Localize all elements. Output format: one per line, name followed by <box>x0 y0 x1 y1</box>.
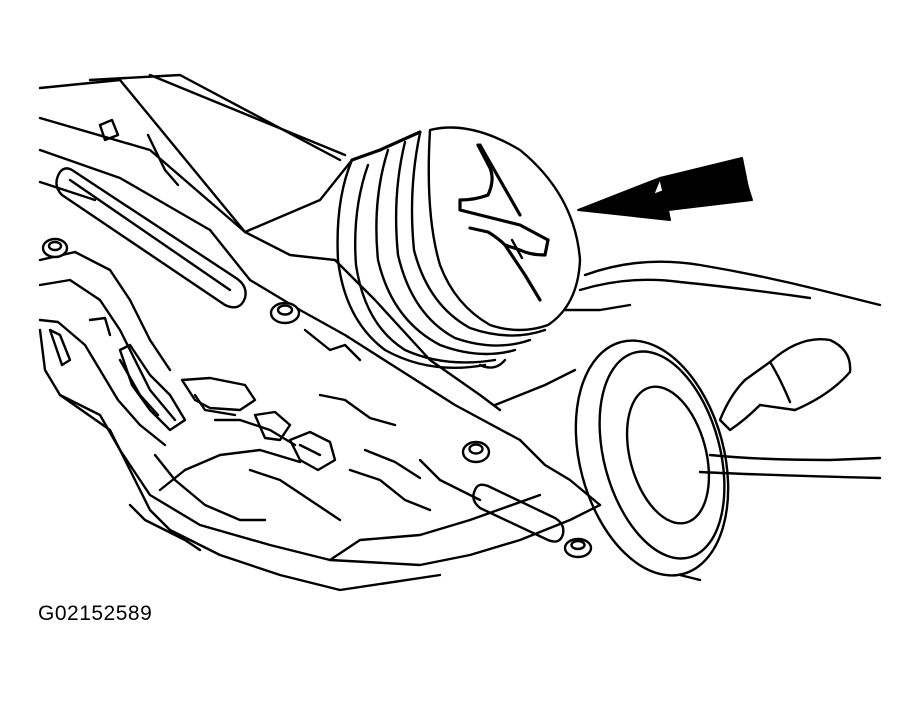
threaded-plug <box>336 126 582 370</box>
bolt-head <box>269 301 301 325</box>
housing-contour <box>493 260 882 582</box>
bolt-head <box>41 237 69 259</box>
fluid-passages <box>38 250 432 552</box>
bolt-head <box>563 537 593 559</box>
valve-body-plate <box>38 73 602 592</box>
pointer-arrows <box>577 157 753 221</box>
mounting-bolts <box>41 237 593 559</box>
figure-id-label: G02152589 <box>38 602 153 625</box>
bolt-head <box>461 440 491 464</box>
plate-slots <box>55 167 565 543</box>
round-cover <box>574 339 730 577</box>
hose-fitting <box>718 338 852 432</box>
